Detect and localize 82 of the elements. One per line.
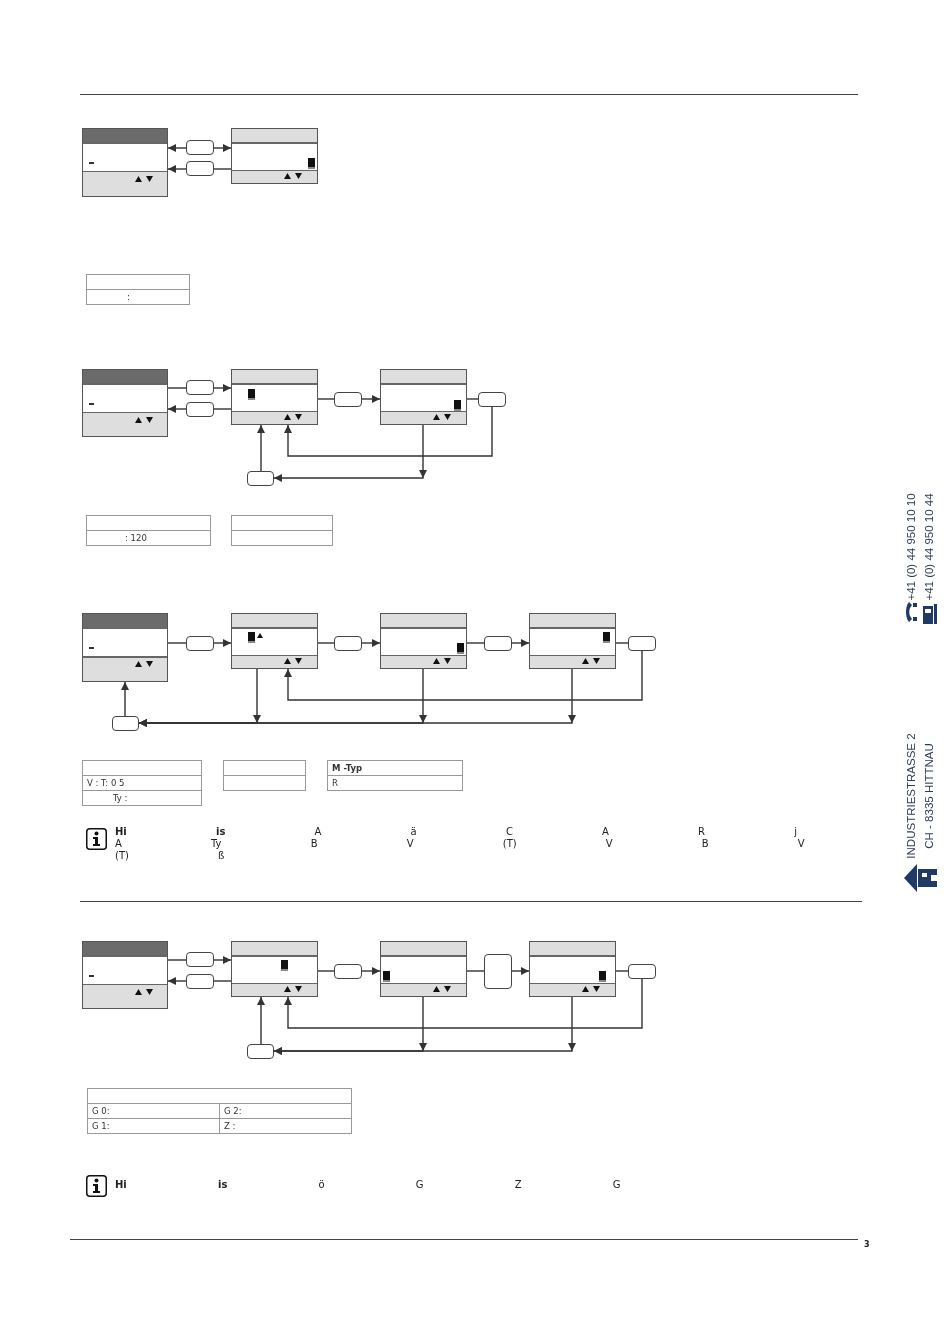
- arrow: [284, 978, 643, 1029]
- key-box: [186, 952, 214, 967]
- key-box: [628, 964, 656, 979]
- phone-number: +41 (0) 44 950 10 10: [904, 493, 918, 601]
- connector-line: [167, 642, 187, 644]
- arrow: [361, 967, 381, 975]
- connector-line: [466, 398, 479, 400]
- key-box: [484, 636, 512, 651]
- display-screen: [82, 941, 168, 1009]
- display-screen: [529, 613, 616, 669]
- key-box: [186, 636, 214, 651]
- key-box: [186, 140, 214, 155]
- display-screen: [231, 941, 318, 997]
- arrow: [213, 956, 232, 964]
- display-screen: [231, 128, 318, 184]
- connector-line: [213, 168, 232, 170]
- display-screen: [82, 369, 168, 437]
- note-text: Hi is ö G Z G: [115, 1179, 621, 1191]
- table-cell: :: [86, 289, 190, 305]
- table-cell: M -Typ: [327, 760, 463, 776]
- connector-line: [167, 387, 187, 389]
- connector-line: [213, 980, 232, 982]
- table-cell: : 120: [86, 530, 211, 546]
- fax-number: +41 (0) 44 950 10 44: [922, 493, 936, 601]
- arrow: [361, 639, 381, 647]
- table-cell: V : T: 0 5: [82, 775, 202, 791]
- connector-line: [615, 970, 629, 972]
- arrow: [257, 996, 265, 1045]
- connector-line: [317, 398, 335, 400]
- key-box: [334, 964, 362, 979]
- key-box: [186, 402, 214, 417]
- arrow: [121, 681, 129, 717]
- arrow: [273, 424, 427, 482]
- connector-line: [317, 970, 335, 972]
- connector-line: [466, 642, 485, 644]
- connector-line: [167, 959, 187, 961]
- arrow: [284, 406, 493, 457]
- table-cell: R: [327, 775, 463, 791]
- key-box: [478, 392, 506, 407]
- display-screen: [231, 613, 318, 669]
- table-cell: Ty :: [82, 790, 202, 806]
- arrow: [273, 996, 576, 1055]
- table-cell: G 1:: [87, 1118, 220, 1134]
- arrow: [213, 384, 232, 392]
- page-number: 3: [864, 1240, 870, 1249]
- arrow: [167, 405, 187, 413]
- key-box: [334, 392, 362, 407]
- arrow: [213, 144, 232, 152]
- table-cell: Z :: [219, 1118, 352, 1134]
- arrow: [257, 424, 265, 472]
- arrow: [511, 967, 530, 975]
- connector-line: [466, 970, 485, 972]
- key-box: [186, 380, 214, 395]
- key-box: [186, 161, 214, 176]
- arrow: [361, 395, 381, 403]
- arrow: [284, 650, 643, 701]
- display-screen: [380, 613, 467, 669]
- key-box: [484, 954, 512, 989]
- display-screen: [529, 941, 616, 997]
- note-text: Hi is A ä C A R j A Ty B V (T) V B V (T) ß: [115, 826, 806, 862]
- display-screen: [82, 128, 168, 197]
- arrow: [511, 639, 530, 647]
- arrow: [213, 639, 232, 647]
- key-box: [247, 1044, 274, 1059]
- key-box: [112, 716, 139, 731]
- postal-address: CH - 8335 HITTNAU: [922, 743, 936, 849]
- arrow: [138, 668, 576, 727]
- display-screen: [82, 613, 168, 682]
- key-box: [247, 471, 274, 486]
- connector-line: [615, 642, 629, 644]
- key-box: [628, 636, 656, 651]
- display-screen: [380, 369, 467, 425]
- connector-line: [213, 408, 232, 410]
- display-screen: [231, 369, 318, 425]
- arrow: [167, 165, 187, 173]
- display-screen: [380, 941, 467, 997]
- key-box: [186, 974, 214, 989]
- arrow: [167, 977, 187, 985]
- arrow: [167, 144, 187, 152]
- connector-line: [317, 642, 335, 644]
- street-address: INDUSTRIESTRASSE 2: [904, 733, 918, 859]
- key-box: [334, 636, 362, 651]
